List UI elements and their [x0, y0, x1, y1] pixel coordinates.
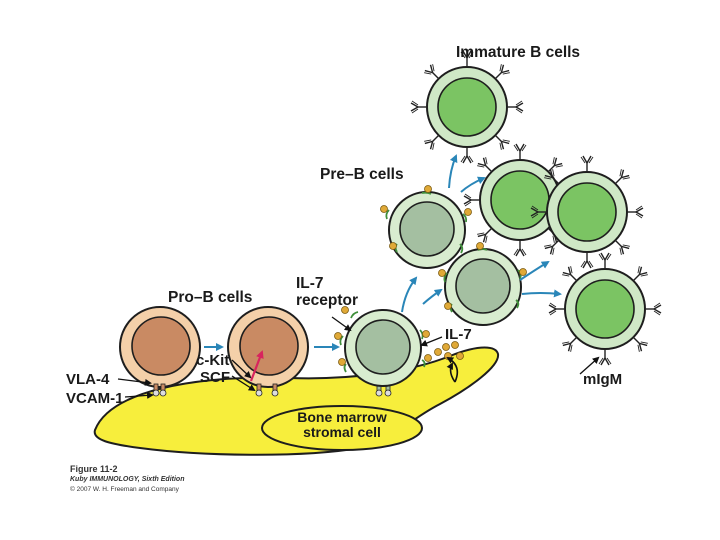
immature-b-cell-3 — [530, 155, 644, 269]
immature-b-cell-4 — [548, 252, 662, 366]
label-migm: mIgM — [583, 371, 623, 388]
il7-secretion-arrow-2 — [446, 362, 456, 383]
label-vla4: VLA-4 — [66, 371, 110, 388]
il7-molecules — [334, 185, 527, 366]
label-il7: IL-7 — [445, 326, 472, 343]
label-ckit: c-Kit — [196, 352, 230, 369]
label-vcam1: VCAM-1 — [66, 390, 124, 407]
label-stromal-cell: Bone marrow stromal cell — [262, 410, 422, 440]
stromal-nucleus — [261, 405, 423, 451]
label-stromal-line2: stromal cell — [303, 424, 381, 440]
pre-b-cell-bound — [344, 309, 422, 387]
development-arrows — [204, 154, 562, 351]
vla4-vcam1-contact — [152, 383, 392, 397]
caption-copyright: © 2007 W. H. Freeman and Company — [70, 486, 179, 493]
caption-book: Kuby IMMUNOLOGY, Sixth Edition — [70, 476, 185, 483]
il7-secretion-arrow — [446, 357, 459, 383]
label-il7-receptor-line2: receptor — [296, 292, 359, 309]
pre-b-cell-upper — [388, 191, 466, 269]
pro-b-cell-1 — [119, 306, 201, 388]
label-il7-receptor-line1: IL-7 — [296, 275, 324, 292]
label-leaders — [117, 316, 600, 399]
label-pro-b-cells: Pro–B cells — [168, 289, 253, 306]
label-stromal-line1: Bone marrow — [297, 409, 387, 425]
pre-b-cell-middle — [444, 248, 522, 326]
label-scf: SCF — [200, 369, 230, 386]
immature-b-cell-1 — [410, 50, 524, 164]
label-immature-b-cells: Immature B cells — [456, 44, 581, 61]
label-pre-b-cells: Pre–B cells — [320, 166, 404, 183]
pro-b-cell-2 — [227, 306, 309, 388]
ckit-signal-arrow — [249, 350, 264, 382]
caption-figure: Figure 11-2 — [70, 464, 118, 474]
